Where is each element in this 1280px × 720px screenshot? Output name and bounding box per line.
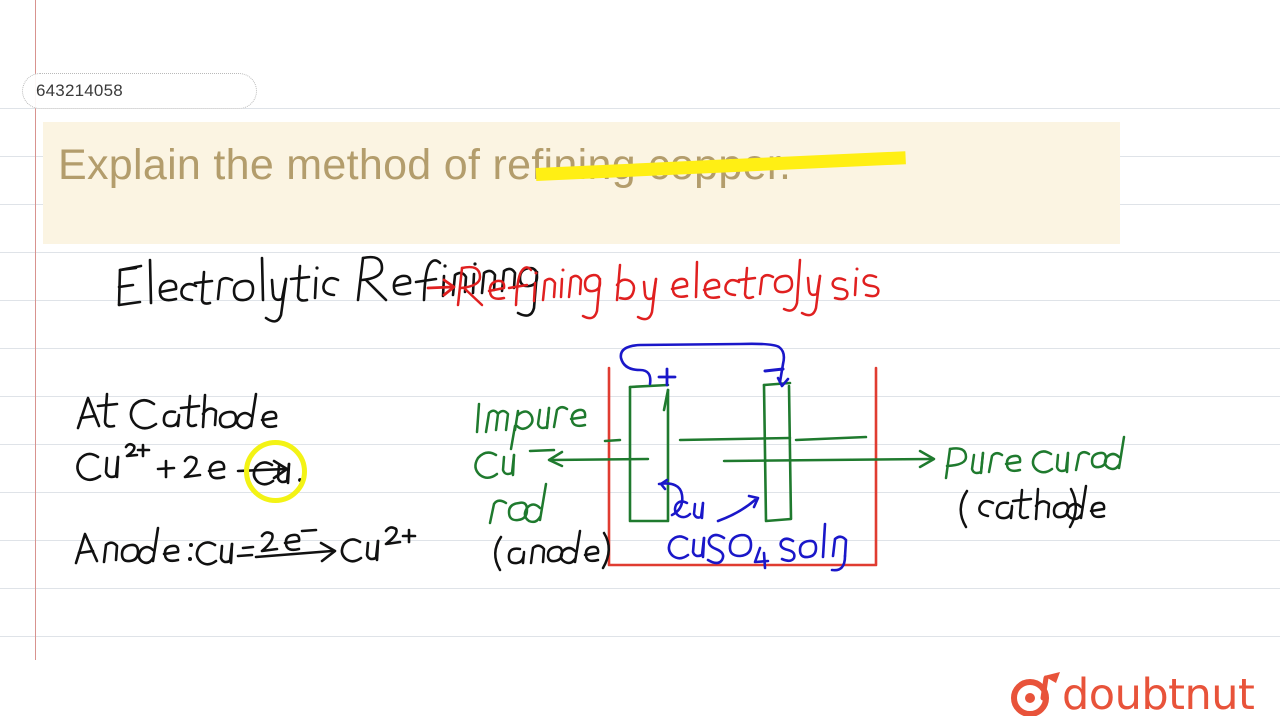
cathode-electrode-pure-cu [762, 381, 793, 523]
rule-line [0, 252, 1280, 253]
electrolyte-label-cuso4 [667, 522, 848, 572]
ion-migration-arrows [657, 478, 760, 523]
rule-line [0, 444, 1280, 445]
question-id-label: 643214058 [36, 81, 123, 100]
rule-line [0, 396, 1280, 397]
question-id-chip[interactable] [22, 73, 257, 109]
at-cathode-label [76, 392, 278, 430]
electrolytic-cell-container [607, 366, 878, 567]
label-impure-cu-rod [474, 402, 587, 525]
terminal-negative-sign [763, 367, 785, 373]
cathode-product-highlight-circle [244, 440, 307, 503]
rule-line [0, 636, 1280, 637]
label-anode-paren [494, 529, 610, 572]
red-arrow-heading [426, 278, 456, 297]
rule-line [0, 300, 1280, 301]
rule-line [0, 492, 1280, 493]
right-pointer-arrow-to-pure-rod [678, 435, 936, 469]
rule-line [0, 588, 1280, 589]
rule-line [0, 540, 1280, 541]
ion-label-cu [673, 500, 705, 520]
heading-refining-by-electrolysis [456, 258, 880, 321]
circuit-wire [619, 342, 790, 388]
rule-line [0, 348, 1280, 349]
rule-line [0, 108, 1280, 109]
terminal-positive-sign [657, 367, 677, 387]
anode-electrode-impure-cu [628, 383, 670, 523]
heading-electrolytic-refining [117, 255, 539, 323]
paper-margin-line [35, 0, 36, 660]
anode-equation [74, 526, 417, 566]
doubtnut-wordmark: doubtnut [1062, 670, 1255, 720]
question-title-band [43, 122, 1120, 244]
doubtnut-logo-mark [1011, 672, 1060, 716]
